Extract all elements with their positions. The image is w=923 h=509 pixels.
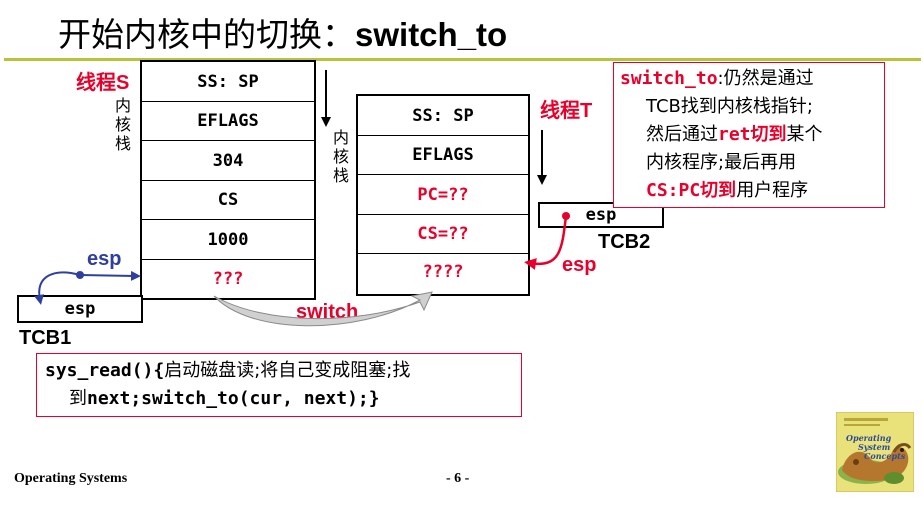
book-cover-image: Operating System Concepts	[835, 411, 915, 493]
switch-to-note: switch_to:仍然是通过 TCB找到内核栈指针; 然后通过ret切到某个 …	[613, 62, 885, 208]
title-zh: 开始内核中的切换：	[58, 15, 355, 54]
note-line-1: sys_read(){启动磁盘读;将自己变成阻塞;找	[45, 360, 411, 381]
thread-s-kernel-stack: SS: SP EFLAGS 304 CS 1000 ???	[140, 60, 316, 300]
note-line-4: 内核程序;最后再用	[646, 152, 797, 173]
book-cover-title: Operating System Concepts	[846, 433, 906, 461]
stack-cell: CS	[142, 181, 314, 220]
stack-cell: SS: SP	[358, 96, 528, 136]
title-en: switch_to	[355, 16, 508, 53]
note-line-1: switch_to:仍然是通过	[620, 68, 814, 89]
tcb1-esp-pointer-label: esp	[87, 248, 122, 270]
note-line-2: TCB找到内核栈指针;	[646, 96, 813, 117]
sys-read-note: sys_read(){启动磁盘读;将自己变成阻塞;找 到next;switch_…	[36, 353, 522, 417]
stack-cell: 1000	[142, 220, 314, 260]
tcb2-label: TCB2	[598, 231, 651, 253]
tcb2-esp-field: esp	[538, 202, 664, 228]
tcb1-esp-arrow	[79, 270, 141, 281]
stack-cell: EFLAGS	[142, 102, 314, 141]
tcb2-esp-arrow	[524, 215, 568, 270]
tcb1-label: TCB1	[19, 327, 72, 349]
stack-cell: SS: SP	[142, 62, 314, 102]
stack-cell: CS=??	[358, 215, 528, 254]
footer-page-number: - 6 -	[446, 471, 470, 486]
thread-s-label: 线程S	[76, 70, 130, 94]
stack-cell: ????	[422, 262, 464, 282]
tcb1-esp-field: esp	[17, 295, 143, 323]
stack-cell: ???	[212, 269, 244, 289]
note-line-5: CS:PC切到用户程序	[646, 180, 809, 201]
title-underline	[4, 58, 921, 61]
thread-t-label: 线程T	[540, 98, 593, 122]
stack-cell: 304	[142, 141, 314, 181]
thread-t-kernel-stack: SS: SP EFLAGS PC=?? CS=?? ????	[356, 94, 530, 296]
switch-curve-arrow	[213, 291, 433, 327]
thread-s-kernel-stack-label: 内核栈	[114, 96, 131, 153]
note-line-3: 然后通过ret切到某个	[646, 124, 823, 145]
tcb2-esp-pointer-label: esp	[562, 254, 597, 276]
page-title: 开始内核中的切换：switch_to	[58, 8, 507, 56]
note-line-2: 到next;switch_to(cur, next);}	[69, 388, 380, 409]
stack-cell: EFLAGS	[358, 136, 528, 175]
tcb1-pointer-curve	[34, 271, 81, 305]
footer-course-name: Operating Systems	[14, 471, 128, 486]
stack-cell: PC=??	[358, 175, 528, 215]
thread-t-kernel-stack-label: 内核栈	[332, 128, 349, 185]
